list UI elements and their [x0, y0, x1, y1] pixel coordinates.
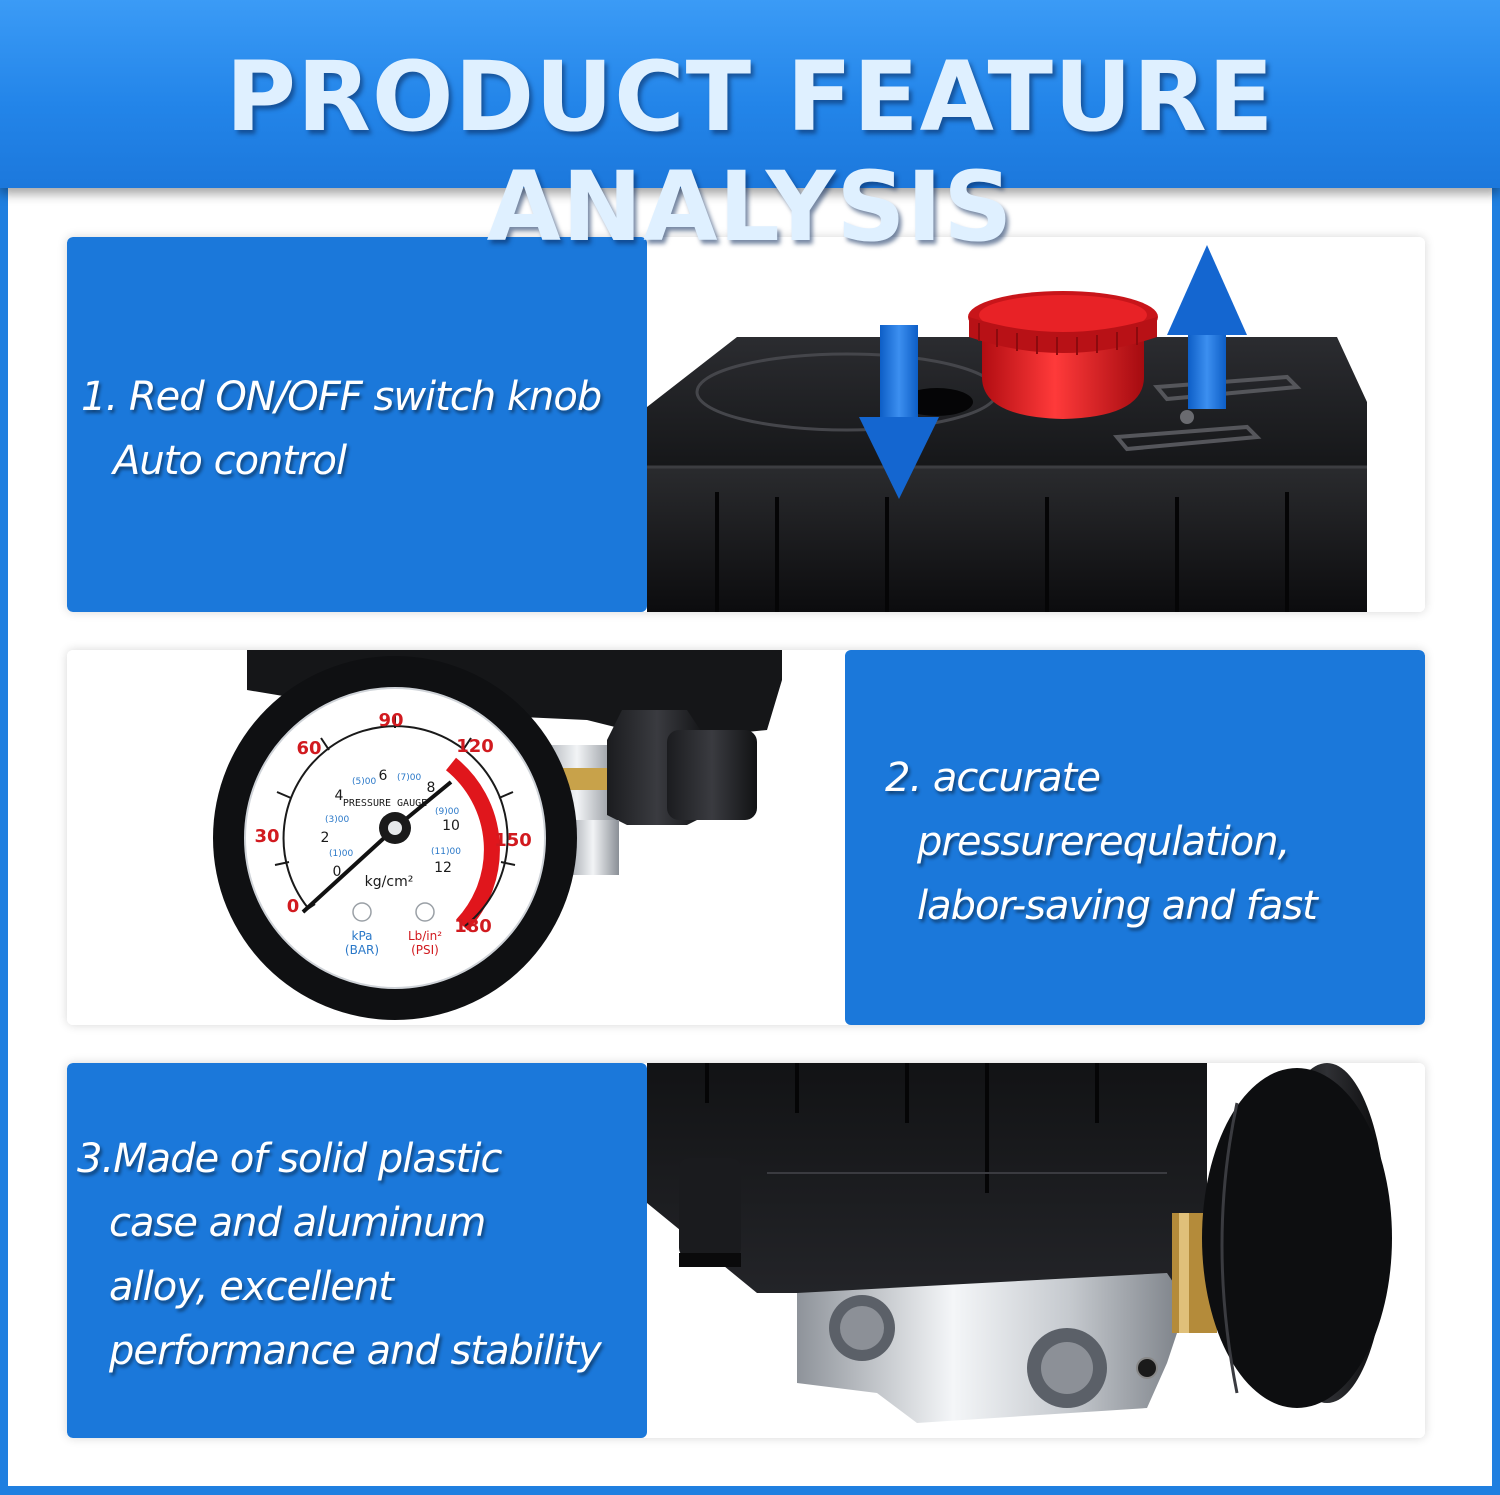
gauge-center-unit: kg/cm² [365, 874, 414, 890]
pressure-gauge-graphic: 0 30 60 90 120 150 180 0 2 4 6 8 [67, 650, 845, 1025]
page-title: PRODUCT FEATURE ANALYSIS [225, 41, 1275, 263]
outer-tick-30: 30 [254, 826, 279, 847]
outer-tick-0: 0 [287, 896, 300, 917]
feature-3-line-2: case and aluminum [109, 1200, 486, 1246]
left-unit-kpa: kPa [352, 929, 373, 943]
feature-2-text-panel: 2. accurate pressurerequlation, labor-sa… [845, 650, 1425, 1025]
switch-underside-graphic [647, 1063, 1425, 1438]
switch-top-illustration [647, 237, 1425, 612]
right-unit-psi: (PSI) [411, 943, 439, 957]
pressure-gauge-illustration: 0 30 60 90 120 150 180 0 2 4 6 8 [67, 650, 845, 1025]
inner-tick-0: 0 [333, 864, 342, 880]
feature-1-line-2: Auto control [113, 438, 347, 484]
feature-3-caption: 3.Made of solid plastic case and aluminu… [77, 1127, 602, 1383]
feature-1-text-panel: 1. Red ON/OFF switch knob Auto control [67, 237, 647, 612]
inner-tick-10: 10 [442, 818, 460, 834]
outer-tick-60: 60 [296, 738, 321, 759]
inner-tick-2: 2 [321, 830, 330, 846]
feature-2-line-3: labor-saving and fast [917, 883, 1318, 929]
feature-3-line-3: alloy, excellent [109, 1264, 394, 1310]
feature-3-text-panel: 3.Made of solid plastic case and aluminu… [67, 1063, 647, 1438]
feature-card-1: 1. Red ON/OFF switch knob Auto control [67, 237, 1425, 612]
bar-tick-3: (3)00 [325, 815, 349, 825]
outer-tick-90: 90 [378, 710, 403, 731]
feature-card-3: 3.Made of solid plastic case and aluminu… [67, 1063, 1425, 1438]
switch-box-body [647, 467, 1367, 612]
bar-tick-7: (7)00 [397, 773, 421, 783]
header-banner: PRODUCT FEATURE ANALYSIS [0, 0, 1500, 262]
inner-tick-6: 6 [379, 768, 388, 784]
box-ribs [715, 492, 1289, 612]
bar-tick-5: (5)00 [352, 777, 376, 787]
feature-1-caption: 1. Red ON/OFF switch knob Auto control [81, 365, 602, 493]
switch-underside-illustration [647, 1063, 1425, 1438]
arrow-down-icon [859, 325, 939, 499]
outer-tick-180: 180 [454, 916, 492, 937]
switch-housing-underside [647, 1063, 1207, 1293]
red-switch-knob-icon [968, 291, 1158, 419]
arrow-up-icon [1167, 245, 1247, 409]
bar-tick-11: (11)00 [431, 847, 461, 857]
feature-card-2: 0 30 60 90 120 150 180 0 2 4 6 8 [67, 650, 1425, 1025]
right-unit-lbin: Lb/in² [408, 929, 442, 943]
inner-tick-4: 4 [335, 788, 344, 804]
outer-tick-120: 120 [456, 736, 494, 757]
feature-3-line-4: performance and stability [109, 1328, 602, 1374]
outer-tick-150: 150 [494, 830, 532, 851]
feature-3-line-1: 3.Made of solid plastic [77, 1136, 502, 1182]
feature-2-line-2: pressurerequlation, [917, 819, 1290, 865]
feature-2-caption: 2. accurate pressurerequlation, labor-sa… [885, 746, 1318, 938]
left-unit-bar: (BAR) [345, 943, 379, 957]
side-gauge-icon [1136, 1063, 1392, 1408]
bar-tick-1: (1)00 [329, 849, 353, 859]
inner-tick-8: 8 [427, 780, 436, 796]
gauge-title: PRESSURE GAUGE [343, 798, 427, 809]
feature-2-line-1: 2. accurate [885, 755, 1101, 801]
inner-tick-12: 12 [434, 860, 452, 876]
gauge-icon: 0 30 60 90 120 150 180 0 2 4 6 8 [213, 656, 577, 1020]
feature-1-line-1: 1. Red ON/OFF switch knob [81, 374, 602, 420]
bar-tick-9: (9)00 [435, 807, 459, 817]
switch-top-graphic [647, 237, 1425, 612]
